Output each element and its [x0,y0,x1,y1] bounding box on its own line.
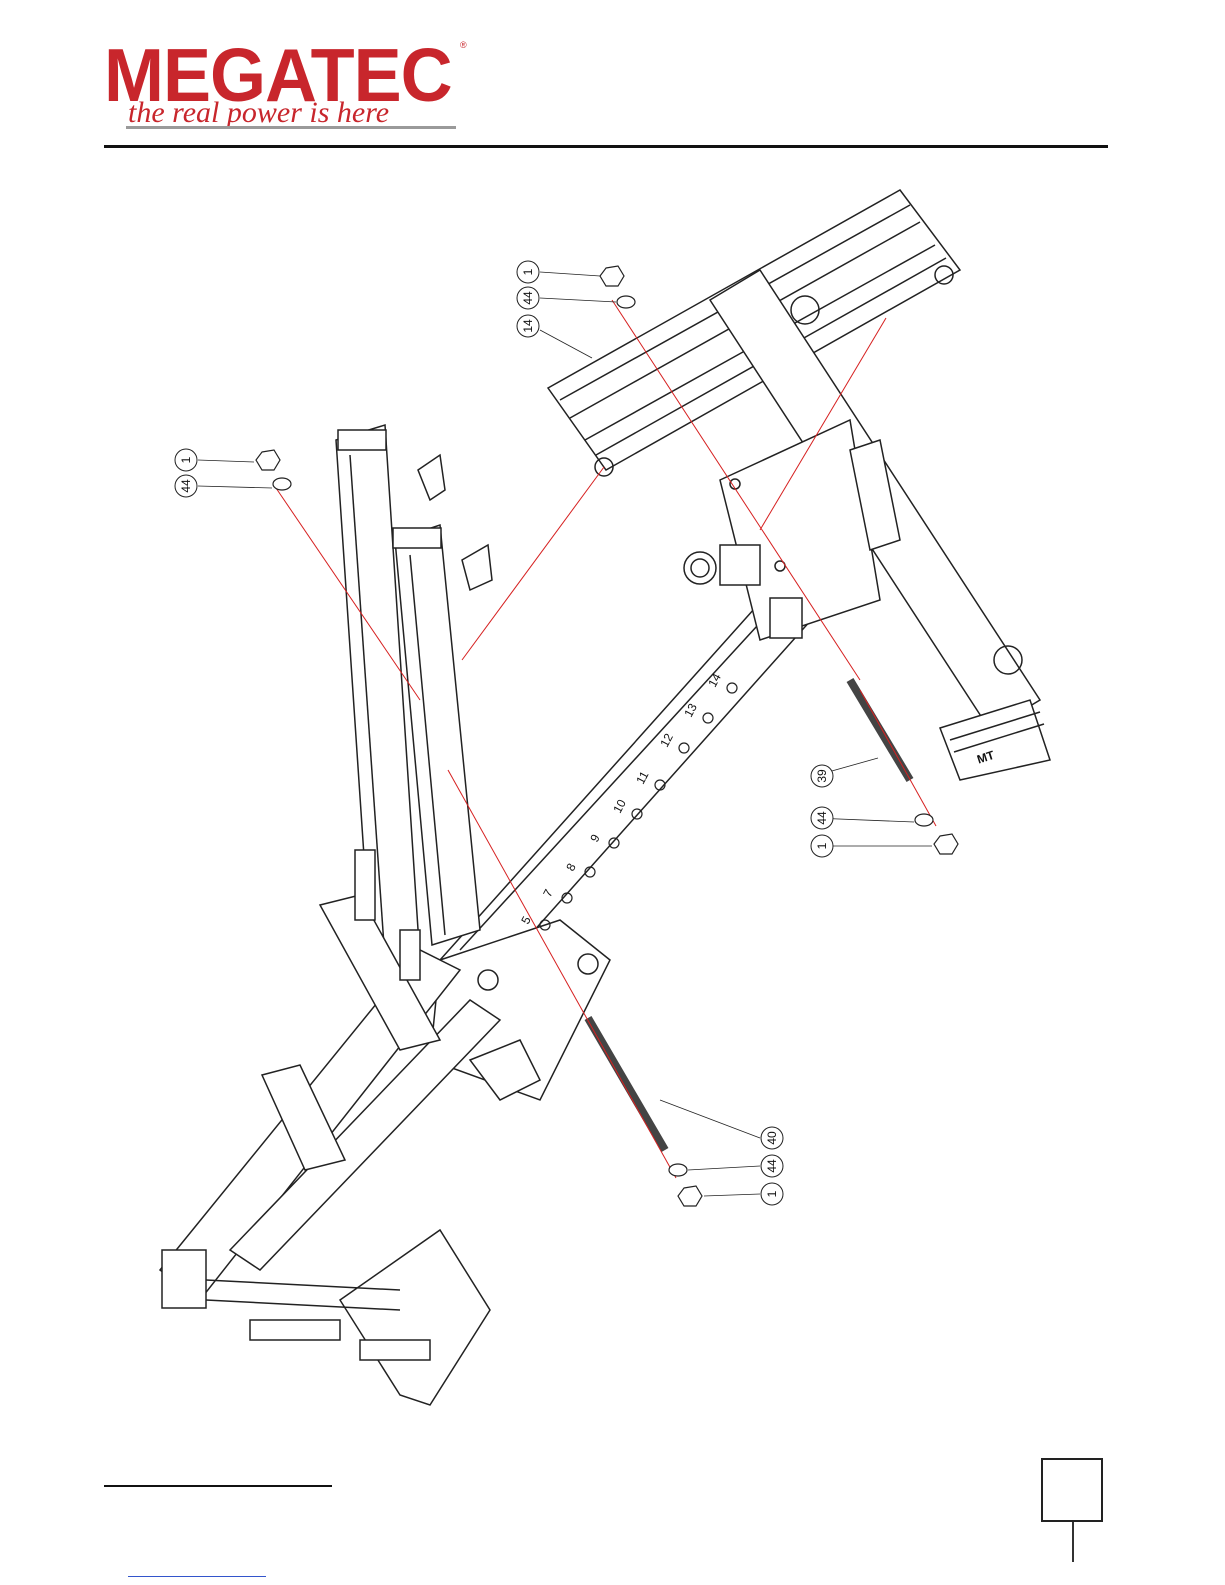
footer-rule [104,1485,332,1487]
page-box-tick [1072,1522,1074,1562]
footer-link[interactable] [128,1558,266,1577]
callout-label: 14 [521,319,535,333]
callout-top-left: 1 44 [175,449,197,497]
callout-right-pin: 39 44 1 [811,765,833,857]
frame-outline [160,190,1050,1405]
callout-label: 1 [815,842,829,849]
callout-label: 40 [765,1131,779,1145]
callout-label: 44 [815,811,829,825]
callout-bottom-pin: 40 44 1 [761,1127,783,1205]
callout-label: 1 [521,268,535,275]
callout-label: 44 [179,479,193,493]
callout-label: 44 [765,1159,779,1173]
page-number-box [1041,1458,1103,1522]
callout-label: 1 [179,456,193,463]
callout-label: 39 [815,769,829,783]
callout-top-right: 1 44 14 [517,261,539,337]
callout-label: 44 [521,291,535,305]
callout-label: 1 [765,1190,779,1197]
